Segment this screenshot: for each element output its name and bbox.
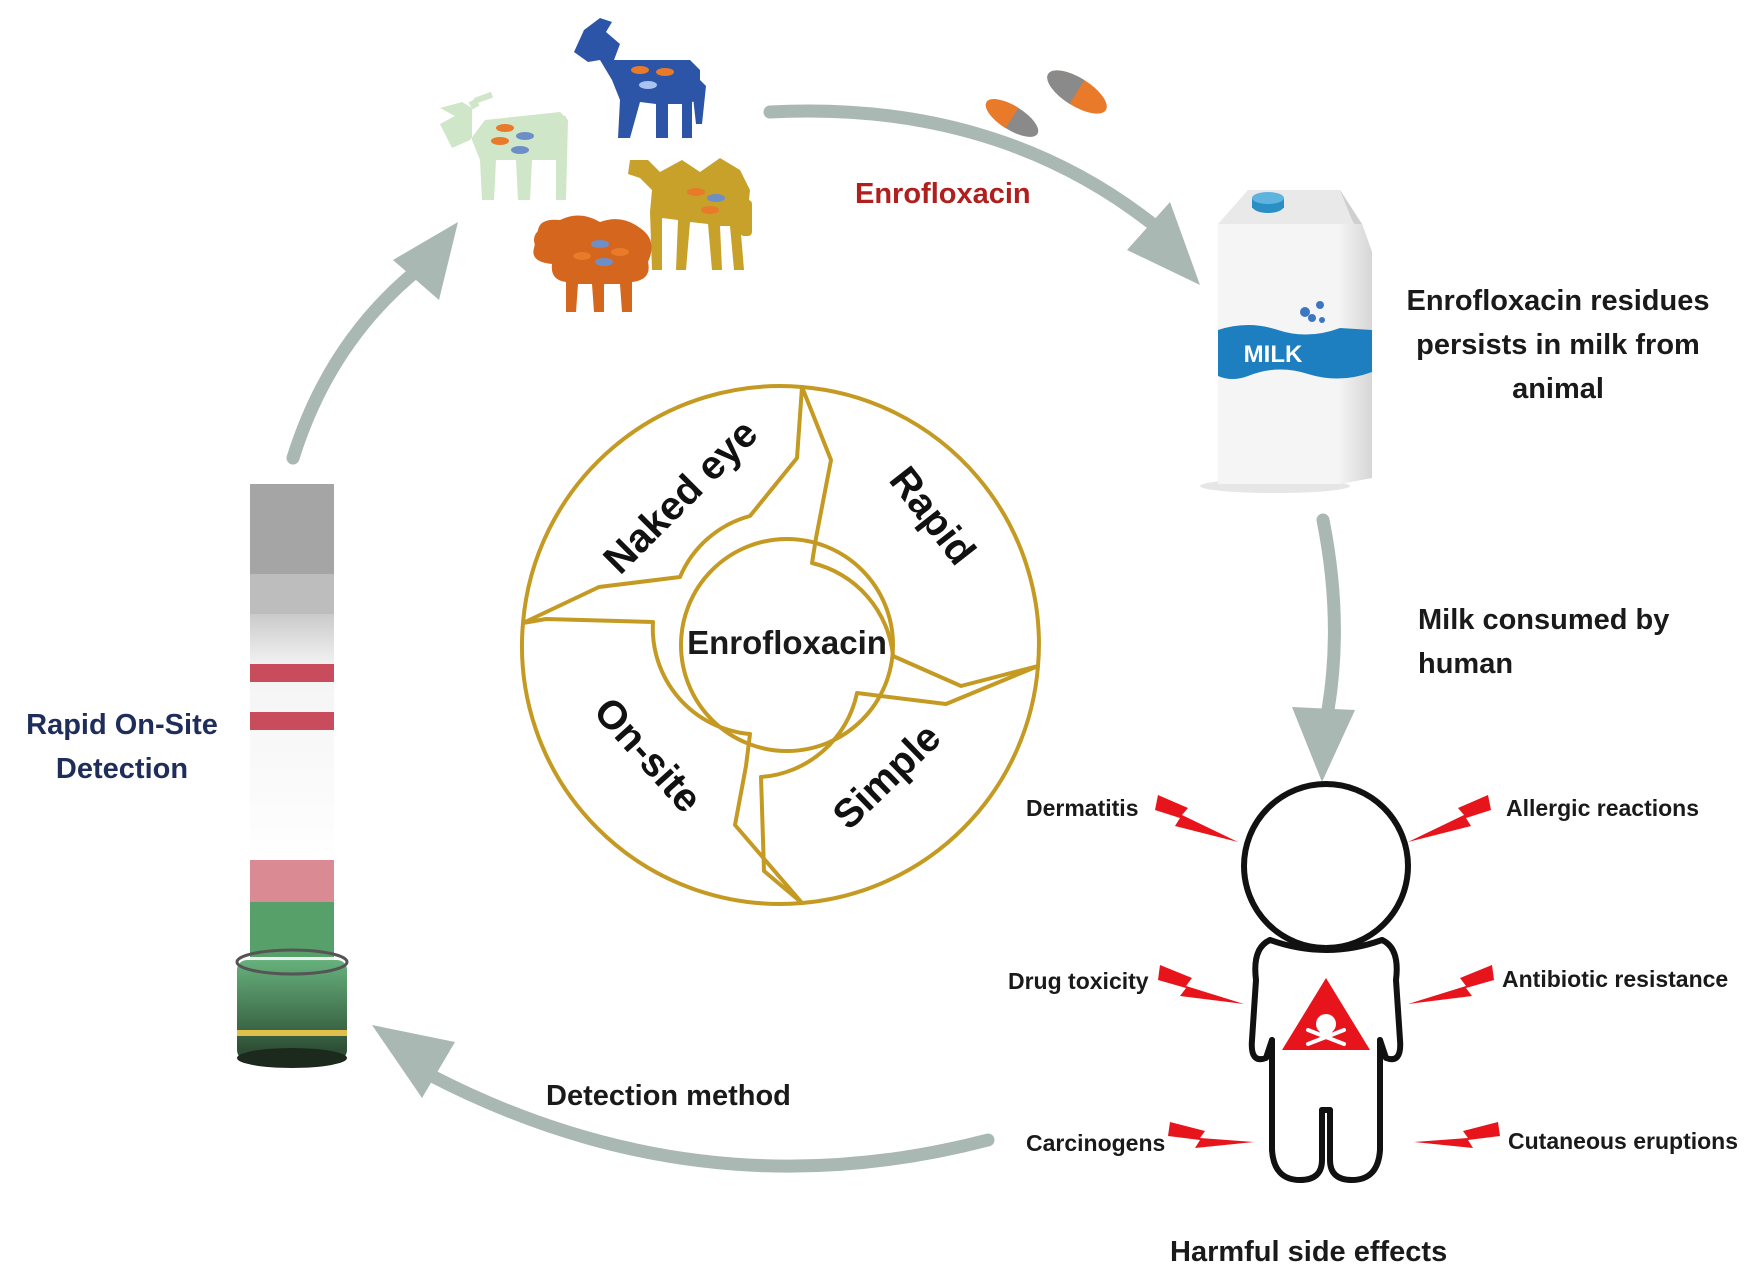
rapid-onsite-line-2: Detection — [55, 753, 189, 785]
side-effect-carcinogens: Carcinogens — [1026, 1130, 1166, 1156]
milk-consumed-line-1: Milk consumed by — [1418, 604, 1670, 636]
cow-pills — [491, 124, 534, 154]
side-effect-drug-toxicity: Drug toxicity — [1008, 968, 1149, 994]
side-effect-cutaneous-eruptions: Cutaneous eruptions — [1508, 1128, 1739, 1154]
sheep-pills — [573, 240, 629, 266]
arrow-detection-to-animals — [286, 222, 458, 465]
camel-pills — [687, 188, 725, 214]
human-figure-icon — [1241, 781, 1411, 1183]
rapid-onsite-line-1: Rapid On-Site — [26, 709, 218, 741]
lightning-icon — [1414, 1122, 1500, 1148]
enrofloxacin-drug-label: Enrofloxacin — [855, 178, 1031, 210]
control-line — [250, 664, 334, 682]
arrow-human-to-detection — [372, 1025, 995, 1173]
milk-residues-line-2: persists in milk from — [1416, 329, 1700, 361]
hazard-icon — [1282, 978, 1370, 1050]
milk-residues-line-3: animal — [1512, 373, 1604, 405]
wheel-segment-rapid: Rapid — [881, 459, 984, 574]
wheel-center-label: Enrofloxacin — [687, 624, 887, 661]
sheep-icon — [533, 215, 652, 312]
wheel-segment-naked-eye: Naked eye — [595, 411, 766, 582]
milk-carton-icon: MILK — [1200, 190, 1372, 493]
milk-consumed-label: Milk consumed by human — [1418, 598, 1669, 686]
lightning-icon — [1408, 965, 1494, 1004]
detection-method-label: Detection method — [546, 1080, 791, 1112]
vial-icon — [235, 948, 349, 1068]
goat-pills — [631, 66, 674, 89]
rapid-onsite-label: Rapid On-Site Detection — [16, 703, 228, 791]
test-line — [250, 712, 334, 730]
milk-carton-label: MILK — [1244, 341, 1303, 368]
arrow-animals-to-milk — [763, 104, 1200, 285]
cow-icon — [440, 91, 568, 200]
lightning-icon — [1158, 965, 1244, 1004]
arrow-milk-to-human — [1292, 513, 1355, 782]
goat-icon — [574, 18, 706, 138]
side-effect-antibiotic-resistance: Antibiotic resistance — [1502, 966, 1729, 992]
lightning-icon — [1408, 795, 1491, 842]
test-strip-icon — [250, 484, 334, 1039]
lightning-icon — [1168, 1122, 1254, 1148]
pill-icon — [985, 70, 1107, 137]
lightning-icon — [1155, 795, 1238, 842]
side-effect-dermatitis: Dermatitis — [1026, 795, 1139, 821]
milk-residues-label: Enrofloxacin residues persists in milk f… — [1382, 279, 1734, 411]
camel-icon — [628, 158, 752, 270]
feature-wheel — [520, 384, 1041, 906]
lightning-icons — [1155, 795, 1500, 1148]
milk-residues-line-1: Enrofloxacin residues — [1406, 285, 1710, 317]
harmful-side-effects-label: Harmful side effects — [1170, 1236, 1448, 1268]
milk-consumed-line-2: human — [1418, 648, 1514, 680]
side-effect-allergic-reactions: Allergic reactions — [1506, 795, 1700, 821]
